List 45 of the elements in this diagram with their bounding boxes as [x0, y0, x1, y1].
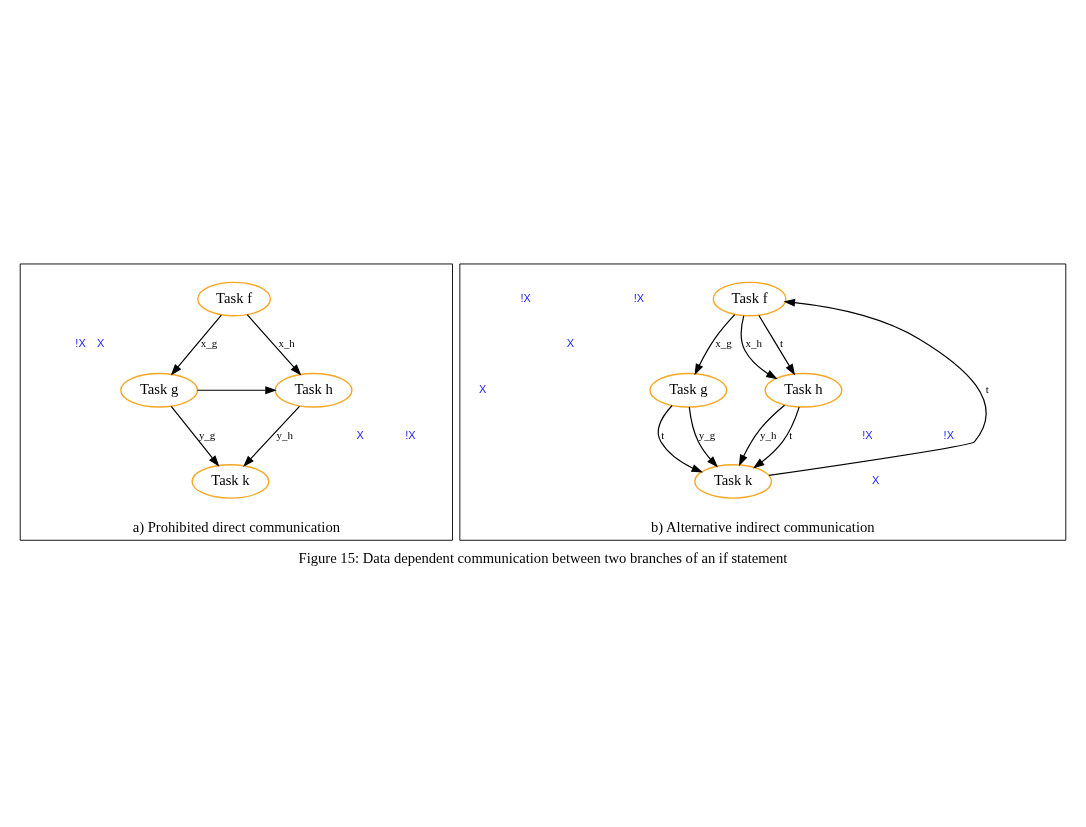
- label: !X: [943, 428, 954, 441]
- arrow: [657, 404, 704, 473]
- arrow: [758, 314, 796, 375]
- arrow: [740, 314, 778, 379]
- edge-label: x_g: [715, 336, 732, 349]
- label: !X: [75, 336, 86, 349]
- label: !X: [405, 428, 416, 441]
- edge-label: y_h: [760, 428, 777, 441]
- label: X: [566, 336, 575, 349]
- label: X: [96, 336, 105, 349]
- node-ellipse: Task f: [712, 281, 787, 316]
- edge-label: x_g: [200, 336, 218, 349]
- node-ellipse: Task h: [274, 372, 353, 408]
- node-ellipse: Task k: [694, 463, 773, 499]
- label: !X: [520, 291, 531, 304]
- arrow: [738, 404, 786, 466]
- arrow: [196, 385, 277, 394]
- label: X: [356, 428, 364, 441]
- arrow: [243, 405, 301, 467]
- label: !X: [862, 428, 873, 441]
- node-ellipse: Task k: [191, 463, 270, 499]
- label: X: [479, 382, 487, 395]
- arrow: [170, 405, 220, 467]
- arrow: [752, 405, 800, 469]
- label: X: [872, 473, 880, 486]
- arrow: [246, 313, 302, 376]
- edge-label: t: [661, 428, 665, 441]
- node-ellipse: Task g: [649, 372, 728, 408]
- edge-label: y_h: [276, 428, 294, 441]
- caption: Figure 15: Data dependent communication between two branches of an if statement: [298, 549, 788, 566]
- label: !X: [633, 291, 645, 304]
- node-ellipse: Task h: [764, 372, 843, 408]
- arrow: [694, 313, 736, 375]
- edge-label: t: [789, 428, 793, 441]
- node-ellipse: Task g: [120, 372, 199, 408]
- edge-label: y_g: [698, 428, 716, 441]
- edge-label: x_h: [278, 336, 295, 349]
- arrow: [768, 298, 987, 476]
- edge-label: x_h: [745, 336, 762, 349]
- node-ellipse: Task f: [197, 281, 272, 316]
- arrow: [688, 406, 718, 467]
- edge-label: y_g: [198, 428, 216, 441]
- arrow: [170, 314, 222, 375]
- edge-label: t: [985, 382, 989, 395]
- edge-label: t: [780, 336, 784, 349]
